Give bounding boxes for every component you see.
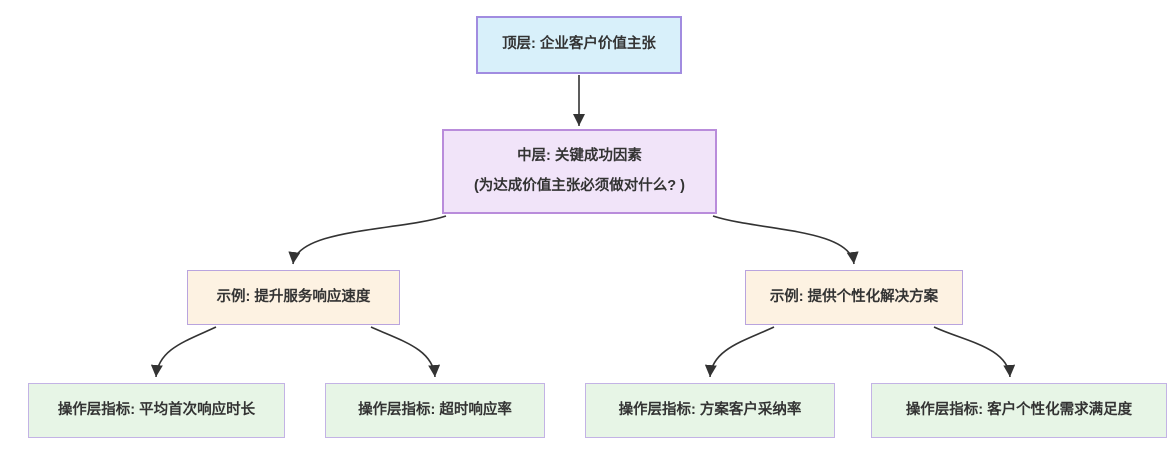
edge-ex2-to-m4 bbox=[933, 326, 1016, 378]
node-label: 操作层指标: 超时响应率 bbox=[358, 401, 512, 418]
edge-ex1-to-m1 bbox=[150, 326, 217, 378]
node-label: 操作层指标: 客户个性化需求满足度 bbox=[905, 401, 1133, 418]
node-example-response-speed: 示例: 提升服务响应速度 bbox=[187, 270, 400, 325]
edge-mid-to-ex2 bbox=[712, 215, 859, 265]
node-label: 操作层指标: 方案客户采纳率 bbox=[618, 401, 802, 418]
node-example-personalized-solutions: 示例: 提供个性化解决方案 bbox=[745, 270, 963, 325]
node-top-value-proposition: 顶层: 企业客户价值主张 bbox=[476, 16, 682, 74]
edge-mid-to-ex1 bbox=[288, 215, 447, 265]
node-label: 操作层指标: 平均首次响应时长 bbox=[57, 401, 256, 418]
node-label-line2: (为达成价值主张必须做对什么? ) bbox=[473, 178, 686, 194]
node-label: 顶层: 企业客户价值主张 bbox=[502, 36, 656, 53]
edge-ex2-to-m3 bbox=[704, 326, 775, 378]
node-metric-avg-first-response-time: 操作层指标: 平均首次响应时长 bbox=[28, 383, 285, 438]
node-metric-solution-adoption-rate: 操作层指标: 方案客户采纳率 bbox=[585, 383, 835, 438]
edge-ex1-to-m2 bbox=[370, 326, 441, 378]
node-label: 示例: 提升服务响应速度 bbox=[216, 288, 371, 305]
node-label-line1: 中层: 关键成功因素 bbox=[517, 147, 642, 164]
node-mid-key-success-factors: 中层: 关键成功因素 (为达成价值主张必须做对什么? ) bbox=[442, 129, 717, 214]
node-metric-overtime-response-rate: 操作层指标: 超时响应率 bbox=[325, 383, 545, 438]
node-metric-personalization-satisfaction: 操作层指标: 客户个性化需求满足度 bbox=[871, 383, 1167, 438]
node-label: 示例: 提供个性化解决方案 bbox=[769, 288, 939, 305]
